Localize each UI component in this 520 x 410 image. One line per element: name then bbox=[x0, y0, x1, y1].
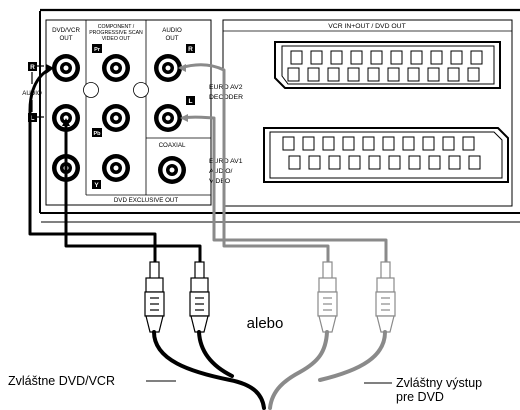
right-caption-2: pre DVD bbox=[396, 390, 444, 404]
scart-pin bbox=[408, 155, 421, 170]
scart-pin bbox=[387, 67, 400, 82]
scart-pin bbox=[388, 155, 401, 170]
scart-pin bbox=[368, 155, 381, 170]
jack-component-pb[interactable] bbox=[102, 104, 130, 132]
euro-av2-label-2: DECODER bbox=[209, 94, 243, 101]
scart-pin bbox=[467, 67, 480, 82]
jack-dvd-vcr-audio-r[interactable] bbox=[52, 54, 80, 82]
scart-pin bbox=[362, 136, 375, 151]
jack-component-pr[interactable] bbox=[102, 54, 130, 82]
plug-right-1 bbox=[317, 261, 338, 333]
component-label-3: VIDEO OUT bbox=[102, 36, 131, 42]
scart-pin bbox=[427, 67, 440, 82]
scart-pin bbox=[328, 155, 341, 170]
scart-pin bbox=[382, 136, 395, 151]
jack-coaxial[interactable] bbox=[158, 156, 186, 184]
scart-pin bbox=[422, 136, 435, 151]
audio-bracket bbox=[31, 65, 44, 118]
badge-r-right bbox=[186, 44, 195, 53]
scart-pin bbox=[442, 136, 455, 151]
badge-l-right-text: L bbox=[189, 98, 193, 105]
audio-out-label-2: OUT bbox=[165, 35, 178, 42]
scart-pin bbox=[288, 155, 301, 170]
scart-pin bbox=[350, 50, 363, 65]
scart-av2-connector[interactable] bbox=[274, 41, 501, 89]
scart-pin bbox=[310, 50, 323, 65]
scart-pin bbox=[302, 136, 315, 151]
dvd-vcr-out-label-1: DVD/VCR bbox=[52, 27, 80, 34]
badge-l-left bbox=[28, 113, 37, 122]
dvd-vcr-out-label-2: OUT bbox=[59, 35, 72, 42]
black-cable-bottom bbox=[152, 330, 266, 410]
scart-pin bbox=[347, 67, 360, 82]
euro-av1-label-2: AUDIO/ bbox=[209, 168, 233, 175]
scart-pin bbox=[367, 67, 380, 82]
plug-left-1 bbox=[144, 261, 165, 333]
badge-y-text: Y bbox=[94, 182, 99, 189]
or-caption: alebo bbox=[247, 315, 284, 332]
badge-pr bbox=[92, 44, 102, 53]
component-label-2: PROGRESSIVE SCAN bbox=[89, 30, 143, 36]
gray-arrowheads bbox=[178, 64, 188, 122]
jack-audio-out-l[interactable] bbox=[154, 104, 182, 132]
scart-pin bbox=[307, 67, 320, 82]
scart-pin bbox=[308, 155, 321, 170]
scart-pin bbox=[450, 50, 463, 65]
badge-l-right bbox=[186, 96, 195, 105]
badge-y bbox=[92, 180, 101, 189]
badge-pb bbox=[92, 128, 102, 137]
scart-header: VCR IN+OUT / DVD OUT bbox=[328, 23, 405, 30]
panel-dot-left bbox=[83, 82, 99, 98]
scart-pin bbox=[330, 50, 343, 65]
scart-pin bbox=[370, 50, 383, 65]
black-audio-video-cable bbox=[28, 68, 202, 276]
scart-pin bbox=[342, 136, 355, 151]
left-caption: Zvláštne DVD/VCR bbox=[8, 374, 115, 388]
badge-r-right-text: R bbox=[188, 46, 193, 53]
scart-av1-connector[interactable] bbox=[263, 127, 509, 183]
badge-r-left-text: R bbox=[30, 64, 35, 71]
black-arrowheads bbox=[46, 64, 70, 126]
scart-pin bbox=[470, 50, 483, 65]
scart-pin bbox=[468, 155, 481, 170]
scart-pin bbox=[348, 155, 361, 170]
badge-pb-text: Pb bbox=[93, 131, 101, 137]
component-label-1: COMPONENT / bbox=[98, 24, 135, 30]
right-caption-1: Zvláštny výstup bbox=[396, 376, 482, 390]
coaxial-label: COAXIAL bbox=[159, 142, 186, 149]
scart-pin bbox=[402, 136, 415, 151]
gray-cable-bottom bbox=[268, 330, 387, 410]
scart-pin bbox=[327, 67, 340, 82]
scart-pin bbox=[282, 136, 295, 151]
jack-component-y[interactable] bbox=[102, 154, 130, 182]
audio-out-label-1: AUDIO bbox=[162, 27, 182, 34]
euro-av1-label-3: VIDEO bbox=[209, 178, 230, 185]
scart-pin bbox=[430, 50, 443, 65]
panel-dot-right bbox=[133, 82, 149, 98]
scart-pin bbox=[407, 67, 420, 82]
device-back-panel bbox=[39, 8, 520, 223]
plug-right-2 bbox=[375, 261, 396, 333]
scart-pin bbox=[287, 67, 300, 82]
scart-pin bbox=[322, 136, 335, 151]
euro-av2-label-1: EURO AV2 bbox=[209, 84, 243, 91]
badge-l-left-text: L bbox=[31, 115, 35, 122]
scart-pin bbox=[462, 136, 475, 151]
badge-pr-text: Pr bbox=[94, 47, 101, 53]
scart-pin bbox=[447, 67, 460, 82]
jack-audio-out-r[interactable] bbox=[154, 54, 182, 82]
dvd-exclusive-out-label: DVD EXCLUSIVE OUT bbox=[114, 197, 179, 204]
scart-pin bbox=[410, 50, 423, 65]
scart-pin bbox=[390, 50, 403, 65]
plug-left-2 bbox=[189, 261, 210, 333]
scart-pin bbox=[448, 155, 461, 170]
scart-pin bbox=[428, 155, 441, 170]
scart-pin bbox=[290, 50, 303, 65]
euro-av1-label-1: EURO AV1 bbox=[209, 158, 243, 165]
badge-r-left bbox=[28, 62, 37, 71]
